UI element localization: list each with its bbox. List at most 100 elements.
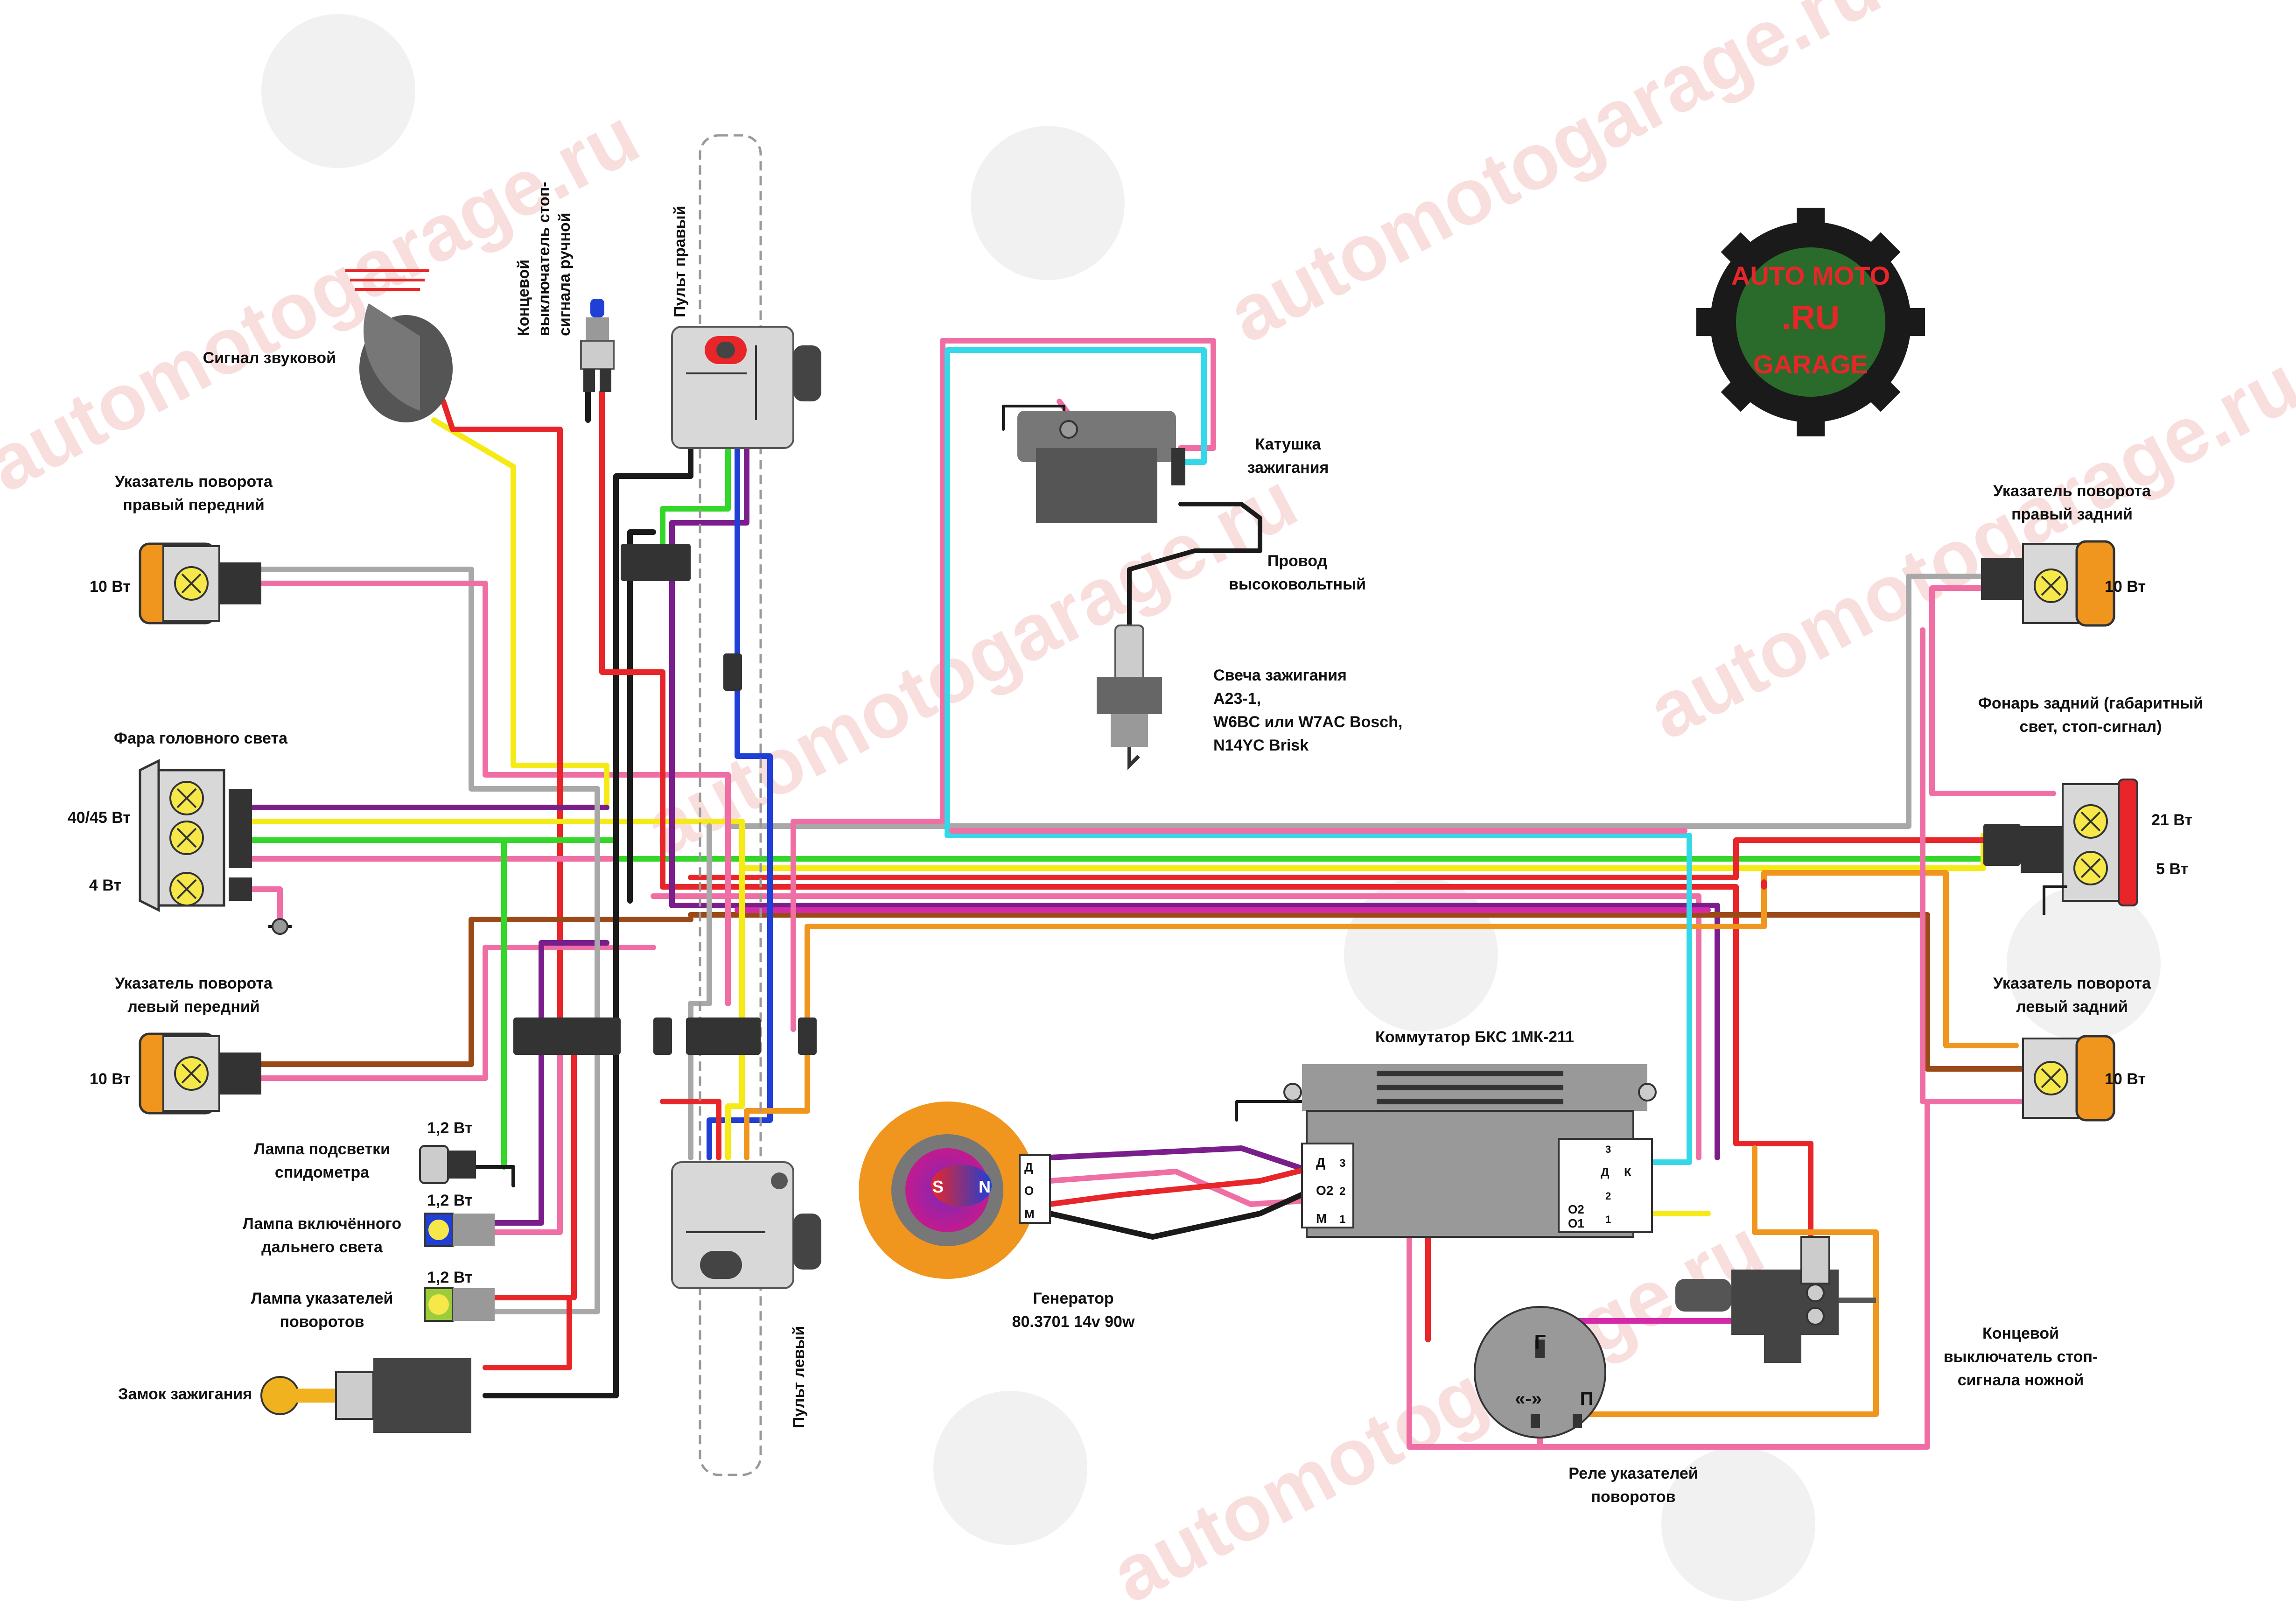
label-foot-brake-3: сигнала ножной [1957, 1371, 2084, 1389]
ignition-lock [260, 1358, 471, 1433]
turn-indicator-lamp [424, 1287, 495, 1322]
pole-s: S [932, 1177, 944, 1196]
relay-terminal-minus: «-» [1515, 1389, 1542, 1409]
horn [345, 269, 453, 422]
label-turn-front-right-power: 10 Вт [89, 578, 131, 596]
right-control-panel [671, 326, 821, 449]
gen-block-o: О [1024, 1184, 1034, 1198]
commut-right-pin2: 2 [1605, 1190, 1611, 1202]
label-tail-2: свет, стоп-сигнал) [2019, 718, 2162, 736]
label-turn-front-right-1: Указатель поворота [115, 473, 273, 491]
label-hv-2: высоковольтный [1229, 575, 1366, 593]
pole-n: N [979, 1177, 991, 1196]
label-speedo-1: Лампа подсветки [253, 1140, 391, 1158]
wire-orange-main [805, 870, 2019, 1048]
high-beam-lamp [424, 1213, 495, 1247]
label-hand-brake-switch: Концевой выключатель стоп- сигнала ручно… [513, 149, 575, 336]
wire-hv [1127, 502, 1262, 628]
label-turn-rear-left-1: Указатель поворота [1993, 975, 2151, 992]
wire-pink-4w [249, 886, 283, 922]
foot-brake-switch [1675, 1236, 1876, 1363]
wire-pink-front-left [259, 945, 656, 1081]
logo-mid: .RU [1782, 299, 1840, 337]
commut-left-pin3: 3 [1339, 1157, 1345, 1170]
wire-pink-relay2 [1537, 1099, 1930, 1450]
watermark-gear [1661, 1447, 1815, 1601]
label-turn-front-left-1: Указатель поворота [115, 975, 273, 992]
commut-right-pin3: 3 [1605, 1144, 1611, 1155]
commut-left-pin1: 1 [1339, 1213, 1345, 1226]
speedo-lamp [419, 1145, 476, 1184]
label-turn-rear-right-power: 10 Вт [2105, 578, 2146, 596]
label-turnlamp-1: Лампа указателей [251, 1290, 393, 1307]
wire-purple-center [669, 445, 749, 908]
label-coil-2: зажигания [1247, 459, 1329, 477]
label-left-panel: Пульт левый [790, 1326, 808, 1428]
label-generator-2: 80.3701 14v 90w [1012, 1313, 1135, 1331]
label-plug-1: Свеча зажигания [1213, 667, 1347, 684]
wire-brown-front-left [259, 917, 693, 1067]
label-headlight-power-main: 40/45 Вт [67, 809, 131, 827]
label-highbeam-2: дальнего света [261, 1238, 383, 1256]
commutator [1283, 1064, 1657, 1238]
wire-black-lock [483, 763, 619, 1398]
label-turn-front-right-2: правый передний [123, 496, 265, 514]
logo-bottom: GARAGE [1753, 350, 1868, 379]
gen-block-m: М [1024, 1207, 1035, 1221]
watermark-gear [261, 14, 415, 168]
wire-black-ground-speedo [474, 1165, 515, 1187]
watermark-gear [933, 1391, 1087, 1545]
wire-gray-main [725, 574, 1984, 829]
label-relay-2: поворотов [1591, 1488, 1676, 1506]
hand-brake-line-3: сигнала ручной [556, 212, 574, 336]
wire-black-center [613, 445, 693, 768]
wire-red-horn [441, 399, 563, 1030]
connector-blocks [513, 544, 2021, 1055]
label-coil-1: Катушка [1255, 435, 1321, 453]
wire-red-main [660, 884, 1813, 1282]
wire-gray-turnlamp [492, 786, 600, 1314]
label-hv-1: Провод [1267, 552, 1328, 570]
wire-red-center2 [660, 1099, 721, 1160]
commut-right-pin1: 1 [1605, 1214, 1611, 1225]
label-plug-4: N14YC Brisk [1213, 737, 1309, 754]
wire-pink-front-right [259, 581, 731, 778]
label-headlight-power-small: 4 Вт [89, 877, 121, 894]
commut-left-pin2: 2 [1339, 1185, 1345, 1198]
headlight [139, 758, 252, 912]
hand-brake-line-2: выключатель стоп- [535, 182, 553, 336]
wire-yellow-horn [431, 417, 609, 806]
wire-black-commut-ground [1235, 1100, 1303, 1122]
wire-red-lock [483, 1295, 572, 1370]
label-generator-1: Генератор [1033, 1290, 1114, 1307]
label-headlight: Фара головного света [113, 730, 288, 747]
wire-green-center [660, 445, 731, 563]
wire-black-center2 [627, 529, 656, 904]
logo-top: AUTO MOTO [1731, 261, 1890, 290]
wire-pink-highbeam [492, 1038, 563, 1235]
label-turn-rear-right-2: правый задний [2011, 505, 2133, 523]
wire-orange-center [744, 1029, 810, 1160]
commut-left-d: Д [1316, 1155, 1325, 1170]
commut-left-m: М [1316, 1211, 1327, 1226]
label-commutator: Коммутатор БКС 1МК-211 [1375, 1028, 1574, 1046]
label-turn-rear-right-1: Указатель поворота [1993, 482, 2151, 500]
wire-purple-highbeam [492, 940, 609, 1226]
commut-right-k: К [1624, 1165, 1631, 1179]
wire-gray-front-right [259, 567, 600, 792]
relay-terminal-p: П [1580, 1389, 1594, 1409]
wire-pink-main [651, 893, 1701, 1160]
label-turn-front-left-2: левый передний [127, 998, 260, 1016]
turn-signal-rear-left [2022, 1035, 2115, 1122]
label-plug-3: W6BC или W7AC Bosch, [1213, 713, 1403, 731]
wire-purple-main [669, 903, 1720, 1160]
handlebar-frame [699, 134, 762, 1476]
label-turnlamp-power: 1,2 Вт [427, 1269, 473, 1286]
label-horn: Сигнал звуковой [203, 349, 336, 367]
wire-yellow-center [725, 819, 745, 1160]
label-speedo-2: спидометра [274, 1164, 370, 1181]
wire-red-center [599, 389, 665, 890]
label-turnlamp-2: поворотов [280, 1313, 364, 1331]
